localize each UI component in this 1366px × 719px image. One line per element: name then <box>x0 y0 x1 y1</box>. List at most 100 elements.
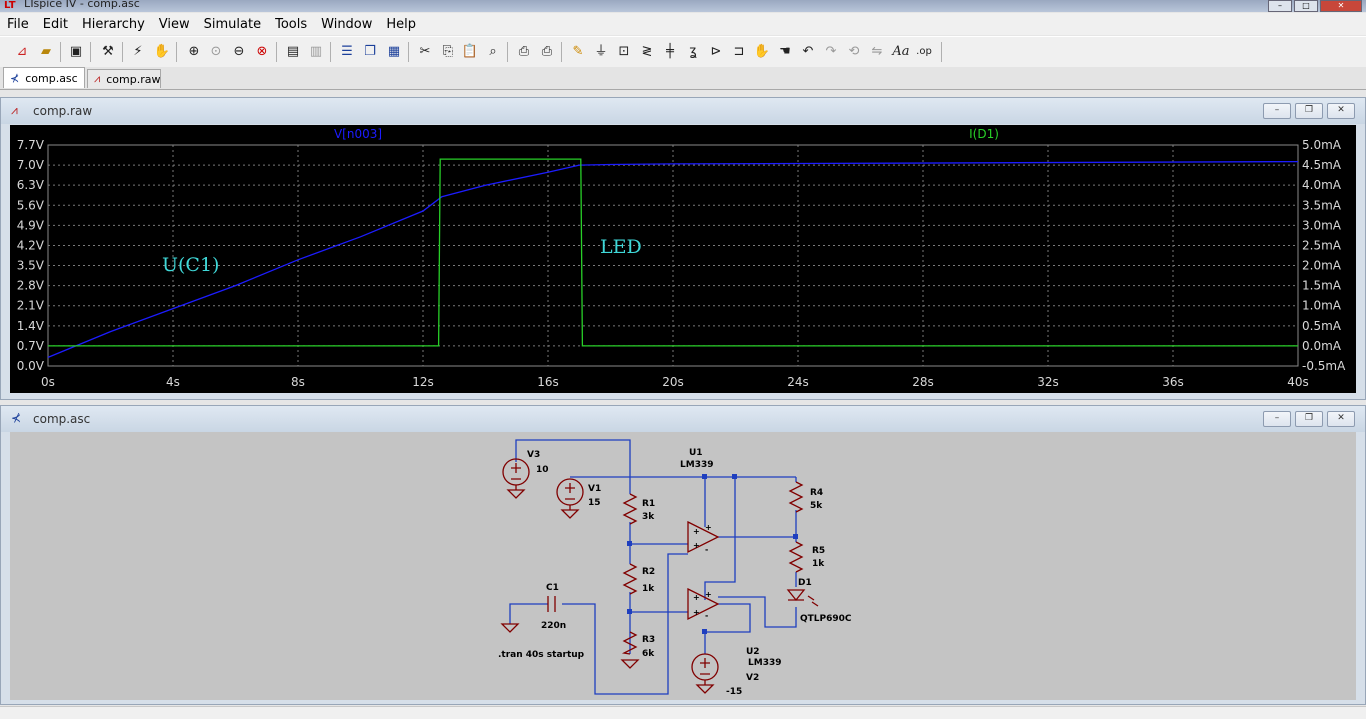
inductor-icon[interactable]: ʓ <box>689 44 697 59</box>
new-schematic-icon[interactable]: ⊿ <box>16 44 28 59</box>
x-tick-label: 4s <box>166 375 180 389</box>
delete-trace-icon[interactable]: ▥ <box>309 44 323 59</box>
menu-view[interactable]: View <box>158 16 190 32</box>
minimize-button[interactable]: – <box>1263 411 1291 427</box>
schematic-icon: ⊀ <box>10 71 20 85</box>
ground-icon[interactable]: ⏚ <box>594 44 608 59</box>
component-icon[interactable]: ⊐ <box>733 44 745 59</box>
y-tick-label-right: 2.0mA <box>1302 259 1342 273</box>
minimize-button[interactable]: – <box>1263 103 1291 119</box>
waveform-icon: ⩘ <box>94 72 101 85</box>
spice-directive-icon[interactable]: .op <box>916 46 932 57</box>
open-icon[interactable]: ▰ <box>41 44 51 59</box>
zoom-pan-icon[interactable]: ⊙ <box>210 44 222 59</box>
x-tick-label: 12s <box>412 375 434 389</box>
menu-file[interactable]: File <box>7 16 29 32</box>
x-tick-label: 32s <box>1037 375 1059 389</box>
schematic-drawing[interactable]: V3 10 V1 15 V2 -15 U1 LM339 U2 LM339 R1 … <box>10 432 1356 700</box>
annotation-led: LED <box>600 236 642 258</box>
find-icon[interactable]: ⌕ <box>489 44 497 59</box>
menu-edit[interactable]: Edit <box>42 16 68 32</box>
label-R4: R4 <box>810 488 823 498</box>
copy-icon[interactable]: ⎘ <box>442 44 454 59</box>
label-D1: D1 <box>798 578 812 588</box>
y-tick-label-left: 4.2V <box>17 238 45 252</box>
diode-icon[interactable]: ⊳ <box>710 44 722 59</box>
label-U2: U2 <box>746 647 760 657</box>
y-tick-label-left: 6.3V <box>17 178 45 192</box>
close-button[interactable]: ✕ <box>1327 103 1355 119</box>
text-icon[interactable]: Aa <box>892 44 910 59</box>
y-tick-label-right: 4.5mA <box>1302 158 1342 172</box>
resistor-icon[interactable]: ≷ <box>641 44 653 59</box>
x-tick-label: 28s <box>912 375 934 389</box>
status-bar <box>0 706 1366 719</box>
maximize-button[interactable]: □ <box>1294 0 1318 12</box>
halt-icon[interactable]: ✋ <box>153 44 171 59</box>
x-tick-label: 0s <box>41 375 55 389</box>
label-icon[interactable]: ⊡ <box>618 44 630 59</box>
pin-markers: ++ ++ +- +- <box>693 523 712 620</box>
menu-help[interactable]: Help <box>386 16 417 32</box>
tab-comp-asc[interactable]: ⊀ comp.asc <box>3 67 85 88</box>
zoom-in-icon[interactable]: ⊕ <box>188 44 200 59</box>
value-V1: 15 <box>588 498 601 508</box>
y-tick-label-right: 3.0mA <box>1302 218 1342 232</box>
menu-tools[interactable]: Tools <box>275 16 308 32</box>
drag-icon[interactable]: ☚ <box>779 44 791 59</box>
print-setup-icon[interactable]: ⎙ <box>518 44 530 59</box>
waveform-chart[interactable]: 0.0V0.7V1.4V2.1V2.8V3.5V4.2V4.9V5.6V6.3V… <box>10 125 1356 393</box>
label-V2: V2 <box>746 673 759 683</box>
redo-icon[interactable]: ↷ <box>825 44 837 59</box>
print-icon[interactable]: ⎙ <box>541 44 553 59</box>
control-panel-icon[interactable]: ⚒ <box>102 44 114 59</box>
trace-label-vn003: V[n003] <box>334 127 382 141</box>
rotate-icon[interactable]: ⟲ <box>848 44 860 59</box>
run-icon[interactable]: ⚡ <box>133 44 143 59</box>
restore-button[interactable]: ❐ <box>1295 411 1323 427</box>
zoom-fit-icon[interactable]: ⊗ <box>256 44 268 59</box>
svg-text:+: + <box>693 527 700 536</box>
autorange-icon[interactable]: ▤ <box>286 44 300 59</box>
label-R2: R2 <box>642 567 655 577</box>
value-R3: 6k <box>642 649 655 659</box>
waveform-window-caption[interactable]: ⩘ comp.raw – ❐ ✕ <box>1 98 1365 124</box>
waveform-icon: ⩘ <box>11 103 18 117</box>
capacitor-icon[interactable]: ╪ <box>666 44 674 59</box>
close-button[interactable]: ✕ <box>1320 0 1362 12</box>
wire-icon[interactable]: ✎ <box>572 44 584 59</box>
y-tick-label-right: 1.5mA <box>1302 279 1342 293</box>
paste-icon[interactable]: 📋 <box>461 44 479 59</box>
tab-label: comp.asc <box>25 71 78 85</box>
minimize-button[interactable]: – <box>1268 0 1292 12</box>
y-tick-label-left: 0.0V <box>17 359 45 373</box>
zoom-out-icon[interactable]: ⊖ <box>233 44 245 59</box>
close-button[interactable]: ✕ <box>1327 411 1355 427</box>
undo-icon[interactable]: ↶ <box>802 44 814 59</box>
save-icon[interactable]: ▣ <box>69 44 83 59</box>
tab-comp-raw[interactable]: ⩘ comp.raw <box>87 69 161 88</box>
y-tick-label-right: 5.0mA <box>1302 138 1342 152</box>
move-icon[interactable]: ✋ <box>753 44 771 59</box>
schematic-window-caption[interactable]: ⊀ comp.asc – ❐ ✕ <box>1 406 1365 432</box>
menu-hierarchy[interactable]: Hierarchy <box>81 16 145 32</box>
mirror-icon[interactable]: ⇋ <box>871 44 883 59</box>
window-titlebar[interactable]: LT LTspice IV - comp.asc – □ ✕ <box>0 0 1366 12</box>
cascade-icon[interactable]: ❐ <box>364 44 376 59</box>
menu-window[interactable]: Window <box>321 16 373 32</box>
schematic-canvas[interactable]: V3 10 V1 15 V2 -15 U1 LM339 U2 LM339 R1 … <box>10 432 1356 700</box>
svg-text:+: + <box>705 523 712 532</box>
y-tick-label-left: 1.4V <box>17 319 45 333</box>
tile-horizontal-icon[interactable]: ☰ <box>341 44 353 59</box>
x-tick-label: 16s <box>537 375 559 389</box>
cut-icon[interactable]: ✂ <box>419 44 431 59</box>
y-tick-label-left: 3.5V <box>17 259 45 273</box>
x-tick-label: 20s <box>662 375 684 389</box>
tile-vertical-icon[interactable]: ▦ <box>387 44 401 59</box>
wires <box>509 439 797 695</box>
annotation-uc1: U(C1) <box>162 254 219 276</box>
menu-simulate[interactable]: Simulate <box>203 16 262 32</box>
restore-button[interactable]: ❐ <box>1295 103 1323 119</box>
ltspice-icon: LT <box>4 0 16 11</box>
